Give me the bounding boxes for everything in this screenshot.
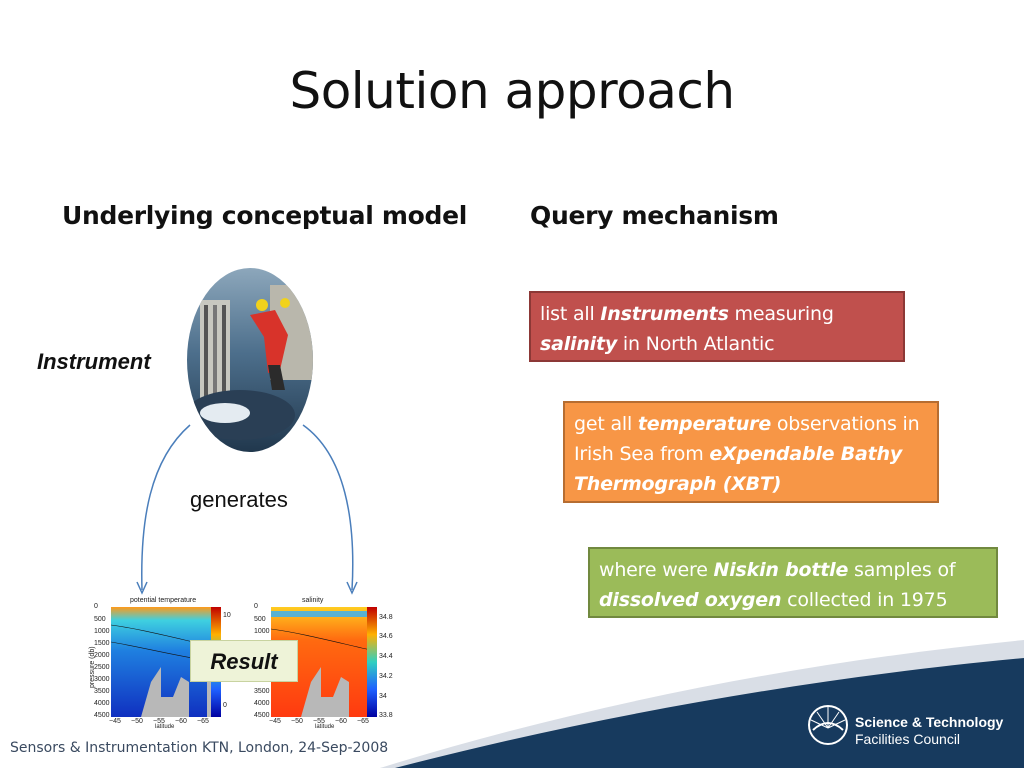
- slide-title: Solution approach: [289, 62, 735, 120]
- colorbar-tick: 34: [379, 693, 387, 700]
- y-tick: 500: [254, 616, 266, 623]
- instrument-label: Instrument: [37, 349, 151, 374]
- x-tick: −55: [313, 718, 325, 725]
- colorbar-tick: 34.6: [379, 633, 393, 640]
- y-tick: 2000: [94, 652, 110, 659]
- y-tick: 3500: [254, 688, 270, 695]
- salinity-colorbar: [367, 607, 377, 717]
- y-tick: 500: [94, 616, 106, 623]
- instrument-photo: [187, 268, 313, 452]
- query-box-temperature: get all temperature observations in Iris…: [563, 401, 939, 503]
- y-tick: 4500: [254, 712, 270, 719]
- colorbar-tick: 34.4: [379, 653, 393, 660]
- right-heading: Query mechanism: [530, 201, 779, 230]
- y-tick: 2500: [94, 664, 110, 671]
- colorbar-tick: 34.8: [379, 614, 393, 621]
- x-tick: −55: [153, 718, 165, 725]
- x-tick: −50: [131, 718, 143, 725]
- y-tick: 1500: [94, 640, 110, 647]
- plot-xlabel: latitude: [315, 724, 335, 730]
- colorbar-tick: 0: [223, 702, 227, 709]
- plot-title: potential temperature: [130, 597, 197, 604]
- query-box-salinity: list all Instruments measuring salinity …: [529, 291, 905, 362]
- y-tick: 0: [254, 603, 258, 610]
- x-tick: −60: [335, 718, 347, 725]
- y-tick: 0: [94, 603, 98, 610]
- x-tick: −45: [269, 718, 281, 725]
- y-tick: 3500: [94, 688, 110, 695]
- y-tick: 4000: [94, 700, 110, 707]
- x-tick: −50: [291, 718, 303, 725]
- y-tick: 4000: [254, 700, 270, 707]
- plot-xlabel: latitude: [155, 724, 175, 730]
- y-tick: 1000: [94, 628, 110, 635]
- x-tick: −60: [175, 718, 187, 725]
- colorbar-tick: 33.8: [379, 712, 393, 719]
- logo-line-2: Facilities Council: [855, 731, 961, 747]
- generates-label: generates: [190, 487, 288, 512]
- footer-text: Sensors & Instrumentation KTN, London, 2…: [10, 740, 389, 756]
- result-label: Result: [190, 640, 298, 682]
- y-tick: 3000: [94, 676, 110, 683]
- colorbar-tick: 10: [223, 612, 231, 619]
- logo-line-1: Science & Technology: [855, 714, 1004, 730]
- y-tick: 4500: [94, 712, 110, 719]
- plot-title: salinity: [302, 597, 324, 604]
- left-heading: Underlying conceptual model: [62, 201, 468, 230]
- x-tick: −65: [197, 718, 209, 725]
- y-tick: 1000: [254, 628, 270, 635]
- colorbar-tick: 34.2: [379, 673, 393, 680]
- query-box-oxygen: where were Niskin bottle samples of diss…: [588, 547, 998, 618]
- x-tick: −45: [109, 718, 121, 725]
- x-tick: −65: [357, 718, 369, 725]
- stfc-logo-icon: [808, 705, 848, 745]
